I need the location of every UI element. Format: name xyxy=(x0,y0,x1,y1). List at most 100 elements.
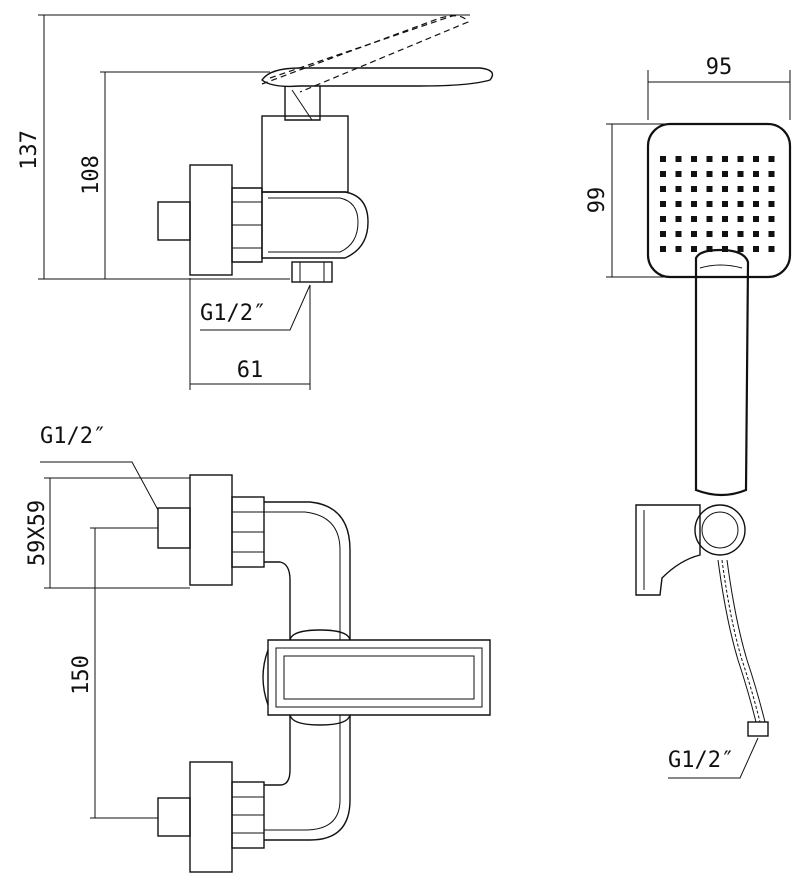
nozzle xyxy=(737,186,744,192)
lower-body xyxy=(261,191,369,259)
nozzle xyxy=(675,171,682,177)
nozzle xyxy=(660,171,666,177)
nozzle xyxy=(737,156,744,162)
nozzle xyxy=(691,171,697,177)
bottom-inlet-stub xyxy=(157,797,191,837)
nozzle xyxy=(722,216,728,222)
bottom-arm-outer xyxy=(264,715,351,841)
nozzle xyxy=(722,201,728,207)
top-arm-inside xyxy=(264,561,291,640)
thread-top-leader xyxy=(40,461,159,511)
nozzle xyxy=(691,186,697,192)
nozzle xyxy=(722,171,728,177)
nozzle xyxy=(675,186,682,192)
nozzle xyxy=(706,231,713,237)
nozzle xyxy=(691,216,697,222)
nozzle xyxy=(675,156,682,162)
nozzle xyxy=(753,186,759,192)
nozzle xyxy=(753,156,759,162)
nozzle xyxy=(722,186,728,192)
nozzle xyxy=(691,201,697,207)
lever-left-curve xyxy=(262,649,269,706)
nozzle xyxy=(706,156,713,162)
nozzle xyxy=(660,201,666,207)
lever-inner-1 xyxy=(275,647,483,708)
nozzle xyxy=(753,246,759,252)
dim-59-label: 59X59 xyxy=(25,500,50,566)
dim-99-label: 99 xyxy=(585,187,610,214)
hose-edge-1 xyxy=(717,559,757,723)
holder-bracket xyxy=(635,504,701,596)
cartridge-body xyxy=(261,115,349,193)
outlet-nipple xyxy=(291,261,333,283)
nozzle xyxy=(660,216,666,222)
nozzle xyxy=(660,156,666,162)
inlet-stub xyxy=(157,201,191,241)
dim-61-label: 61 xyxy=(237,358,264,383)
nozzle xyxy=(768,156,775,162)
lever-raised-outline xyxy=(261,15,469,93)
nozzle xyxy=(768,171,775,177)
hose-edge-2 xyxy=(726,559,766,723)
body-top-cap xyxy=(289,629,351,641)
nozzle xyxy=(675,201,682,207)
handle-joint xyxy=(699,264,743,269)
hose-nut xyxy=(747,721,769,737)
nozzle xyxy=(675,246,682,252)
nozzle xyxy=(691,231,697,237)
nozzle xyxy=(768,186,775,192)
top-arm-inner xyxy=(264,511,341,640)
flex-hose xyxy=(721,559,761,723)
top-flange xyxy=(189,474,233,586)
dim-108-label: 108 xyxy=(79,155,104,195)
dim-150-label: 150 xyxy=(69,655,94,695)
nozzle xyxy=(691,246,697,252)
holder-knob xyxy=(694,504,746,556)
side-view: 137 108 G1/2″ 61 xyxy=(17,14,494,390)
nozzle xyxy=(706,246,713,252)
bottom-arm-inside xyxy=(264,715,291,786)
nozzle xyxy=(737,171,744,177)
front-view: G1/2″ 59X59 150 xyxy=(25,424,491,873)
bottom-flange xyxy=(189,761,233,873)
lever-handle xyxy=(261,67,494,88)
lever-inner-2 xyxy=(283,655,475,700)
nozzle xyxy=(753,201,759,207)
bottom-arm-inner xyxy=(264,715,341,831)
nozzle xyxy=(660,186,666,192)
body-bottom-cap xyxy=(289,714,351,726)
nozzle-grid xyxy=(660,156,775,252)
nozzle xyxy=(737,246,744,252)
shower-head xyxy=(646,122,792,279)
nozzle xyxy=(768,201,775,207)
nozzle xyxy=(737,231,744,237)
thread-hose-leader xyxy=(668,737,759,779)
nozzle xyxy=(768,231,775,237)
nozzle xyxy=(737,201,744,207)
thread-side-label: G1/2″ xyxy=(200,301,266,326)
nozzle xyxy=(675,231,682,237)
top-arm-outer xyxy=(264,501,351,640)
nozzle xyxy=(737,216,744,222)
lower-body-inner xyxy=(268,197,359,253)
nozzle xyxy=(768,246,775,252)
nozzle xyxy=(675,216,682,222)
dim-95-label: 95 xyxy=(706,55,733,80)
nozzle xyxy=(706,186,713,192)
nozzle xyxy=(706,201,713,207)
nozzle xyxy=(706,171,713,177)
wall-flange xyxy=(189,164,233,276)
thread-hose-label: G1/2″ xyxy=(668,748,734,773)
nozzle xyxy=(722,246,728,252)
nozzle xyxy=(706,216,713,222)
top-inlet-stub xyxy=(157,507,191,549)
nozzle xyxy=(722,231,728,237)
nozzle xyxy=(753,216,759,222)
mixer-lever-front xyxy=(267,639,491,716)
nozzle xyxy=(691,156,697,162)
dim-137-label: 137 xyxy=(17,130,42,170)
hand-shower-view: 95 99 G1/2″ xyxy=(585,55,792,779)
nozzle xyxy=(753,171,759,177)
